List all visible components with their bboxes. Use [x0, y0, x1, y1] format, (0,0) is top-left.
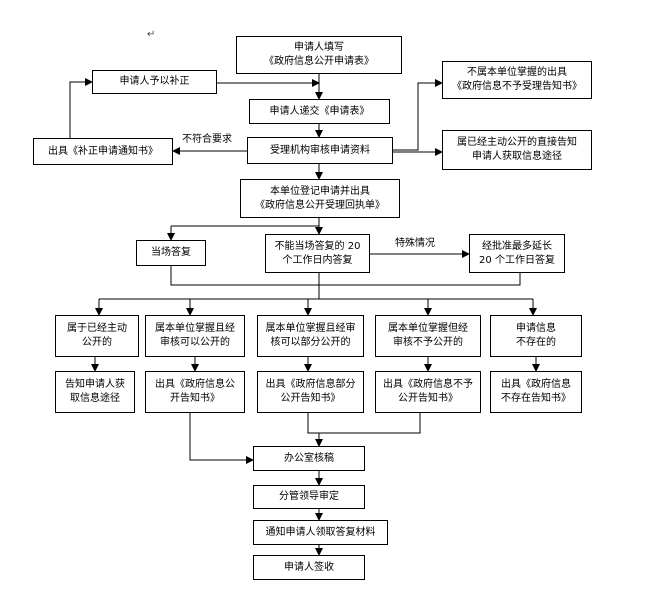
box-result-withhold: 出具《政府信息不予 公开告知书》: [375, 371, 481, 413]
box-20-days: 不能当场答复的 20 个工作日内答复: [265, 234, 370, 273]
box-correction-notice: 出具《补正申请通知书》: [33, 138, 173, 165]
box-result-disclose: 出具《政府信息公 开告知书》: [145, 371, 245, 413]
box-category-not-exist-text: 申请信息 不存在的: [516, 323, 556, 348]
box-category-disclose: 属本单位掌握且经 审核可以公开的: [145, 315, 245, 357]
box-result-partial: 出具《政府信息部分 公开告知书》: [257, 371, 364, 413]
box-already-published-text: 属已经主动公开的直接告知 申请人获取信息途径: [457, 137, 577, 162]
box-onsite-reply: 当场答复: [136, 240, 206, 266]
box-not-hold-text: 不属本单位掌握的出具 《政府信息不予受理告知书》: [452, 67, 582, 92]
box-apply-form-text: 申请人填写 《政府信息公开申请表》: [264, 42, 374, 67]
box-apply-form: 申请人填写 《政府信息公开申请表》: [236, 36, 402, 74]
box-20-days-text: 不能当场答复的 20 个工作日内答复: [274, 240, 361, 266]
box-office-review-text: 办公室核稿: [284, 452, 334, 464]
line-extend-down: [319, 273, 521, 286]
label-not-meet: 不符合要求: [182, 134, 232, 145]
paragraph-mark: ↵: [147, 29, 156, 40]
box-result-partial-text: 出具《政府信息部分 公开告知书》: [265, 379, 356, 404]
box-category-partial: 属本单位掌握且经审 核可以部分公开的: [257, 315, 364, 357]
box-category-not-exist: 申请信息 不存在的: [490, 315, 582, 357]
box-register-text: 本单位登记申请并出具 《政府信息公开受理回执单》: [255, 185, 385, 211]
arrow-r2-to-office: [189, 413, 254, 464]
box-review-text: 受理机构审核申请资料: [270, 144, 370, 156]
box-extend: 经批准最多延长 20 个工作日答复: [469, 234, 565, 273]
box-supplement: 申请人予以补正: [92, 70, 217, 94]
box-leader-approve-text: 分管领导审定: [279, 491, 339, 502]
box-not-hold: 不属本单位掌握的出具 《政府信息不予受理告知书》: [442, 61, 592, 99]
box-submit: 申请人递交《申请表》: [249, 99, 390, 124]
box-applicant-sign: 申请人签收: [253, 555, 365, 580]
box-result-not-exist: 出具《政府信息 不存在告知书》: [490, 371, 582, 413]
box-correction-notice-text: 出具《补正申请通知书》: [48, 145, 158, 157]
arrow-notice-to-supplement: [69, 78, 93, 138]
label-special-case: 特殊情况: [395, 238, 435, 249]
box-category-withhold: 属本单位掌握但经 审核不予公开的: [375, 315, 481, 357]
box-supplement-text: 申请人予以补正: [119, 76, 190, 87]
line-r3-to-office: [307, 413, 319, 434]
box-result-not-exist-text: 出具《政府信息 不存在告知书》: [501, 379, 571, 404]
line-onsite-down: [170, 266, 319, 286]
box-register: 本单位登记申请并出具 《政府信息公开受理回执单》: [240, 179, 400, 218]
box-category-published: 属于已经主动 公开的: [55, 315, 139, 357]
box-extend-text: 经批准最多延长 20 个工作日答复: [479, 240, 555, 266]
box-category-partial-text: 属本单位掌握且经审 核可以部分公开的: [265, 323, 356, 348]
box-result-disclose-text: 出具《政府信息公 开告知书》: [155, 379, 235, 404]
box-result-withhold-text: 出具《政府信息不予 公开告知书》: [383, 379, 473, 404]
box-onsite-reply-text: 当场答复: [151, 247, 191, 258]
box-notify-applicant: 通知申请人领取答复材料: [253, 520, 388, 545]
box-applicant-sign-text: 申请人签收: [284, 561, 334, 573]
box-already-published: 属已经主动公开的直接告知 申请人获取信息途径: [442, 130, 592, 170]
box-notify-applicant-text: 通知申请人领取答复材料: [265, 526, 376, 538]
box-result-inform-text: 告知申请人获 取信息途径: [65, 379, 125, 404]
box-category-published-text: 属于已经主动 公开的: [67, 323, 127, 348]
arrow-review-to-not-hold: [393, 79, 443, 151]
box-result-inform: 告知申请人获 取信息途径: [55, 371, 135, 413]
box-review: 受理机构审核申请资料: [247, 137, 393, 164]
box-office-review: 办公室核稿: [253, 446, 365, 471]
line-r4-to-office: [319, 413, 421, 434]
box-leader-approve: 分管领导审定: [253, 485, 365, 509]
box-category-withhold-text: 属本单位掌握但经 审核不予公开的: [388, 323, 468, 348]
box-submit-text: 申请人递交《申请表》: [269, 105, 370, 117]
box-category-disclose-text: 属本单位掌握且经 审核可以公开的: [155, 323, 235, 348]
